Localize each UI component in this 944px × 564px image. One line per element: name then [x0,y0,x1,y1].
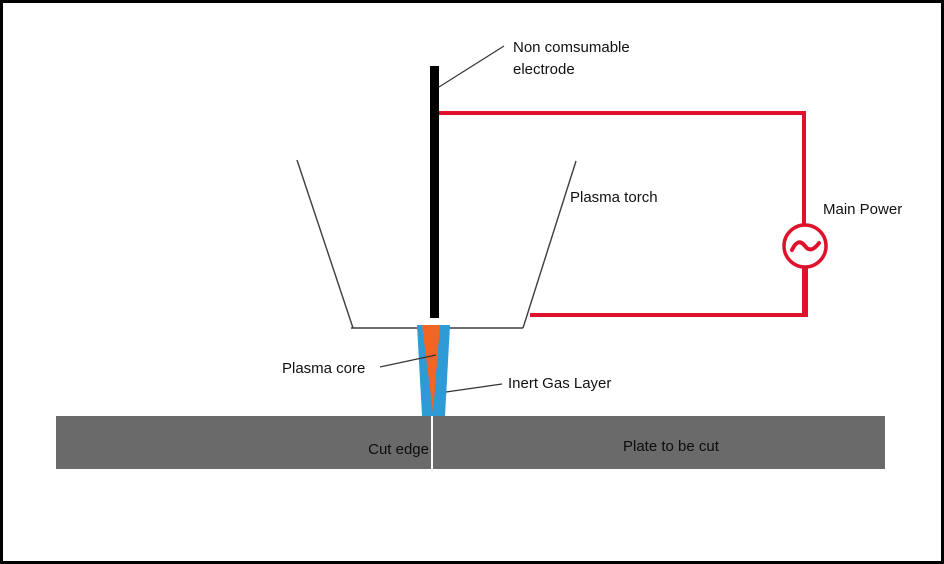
circuit-wire-bottom [530,267,808,317]
torch-right-wall-line [522,160,577,329]
electrode-label: Non comsumable electrode [513,37,630,81]
plate-to-be-cut-label: Plate to be cut [623,438,719,455]
plasma-core-shape [422,325,440,413]
inert-gas-leader-line [445,383,503,393]
electrode-leader-line [438,45,505,88]
electrode-rod [430,66,439,318]
main-power-label: Main Power [823,201,903,218]
ac-sine-wave-icon [790,240,821,252]
inert-gas-layer-label: Inert Gas Layer [508,375,612,392]
plasma-torch-label: Plasma torch [570,189,658,206]
plasma-core-leader-line [379,354,437,368]
workpiece-plate: Cut edge Plate to be cut [56,416,885,469]
electrode-label-line1: Non comsumable [513,39,630,56]
electrode-label-line2: electrode [513,61,575,78]
torch-left-wall-line [296,159,354,329]
circuit-wire-top [439,111,806,225]
plasma-core-label: Plasma core [282,360,366,377]
cut-kerf-line [431,416,433,469]
cut-edge-label: Cut edge [368,441,429,458]
diagram-linework [296,45,828,416]
